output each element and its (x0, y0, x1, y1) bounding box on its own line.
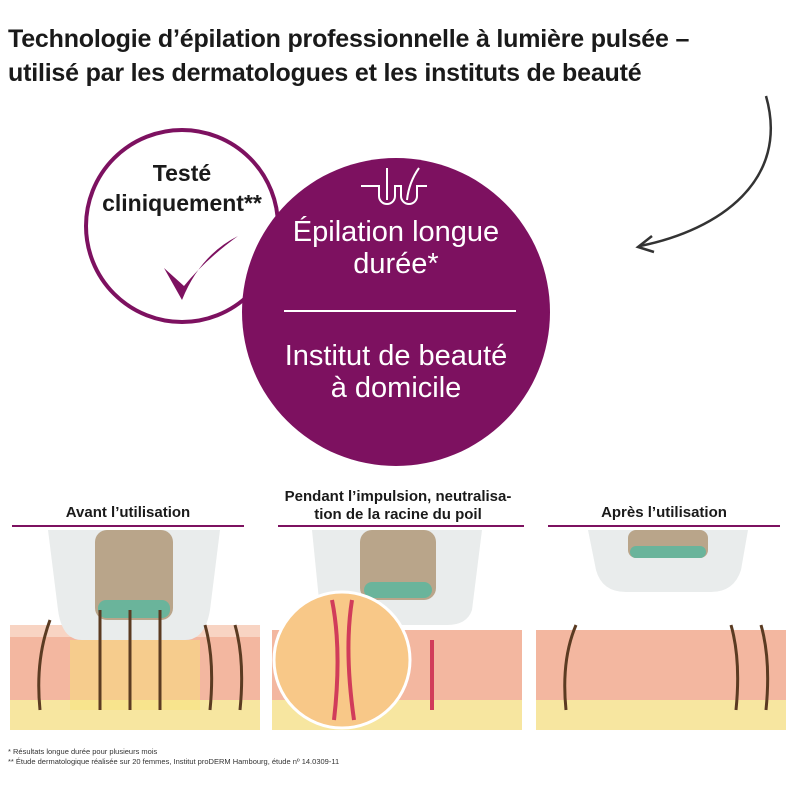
headline-line-1: Technologie d’épilation professionnelle … (8, 25, 690, 53)
panel-title-during: Pendant l’impulsion, neutralisa-tion de … (272, 488, 524, 524)
curved-arrow-icon (635, 95, 773, 254)
tested-line-1: Testé (152, 160, 212, 186)
skin-illustration-before (10, 530, 260, 730)
skin-illustration-after (536, 530, 786, 730)
main-line-2: durée* (353, 248, 439, 280)
hair-follicle-icon (361, 167, 427, 205)
headline: Technologie d’épilation professionnelle … (8, 22, 689, 90)
skin-illustration-during (272, 530, 522, 730)
tested-line-2: cliniquement** (102, 190, 262, 216)
footnote-1: * Résultats longue durée pour plusieurs … (8, 747, 158, 756)
main-line-4: à domicile (330, 372, 462, 404)
headline-line-2: utilisé par les dermatologues et les ins… (8, 59, 642, 87)
title-line: Pendant l’impulsion, neutralisa- (284, 488, 512, 505)
main-line-3: Institut de beauté (284, 340, 508, 372)
checkmark-icon (164, 236, 238, 300)
main-line-1: Épilation longue (292, 216, 500, 248)
divider (12, 525, 244, 527)
divider (278, 525, 524, 527)
footnote-2: ** Étude dermatologique réalisée sur 20 … (8, 757, 340, 766)
divider (284, 310, 516, 312)
divider (548, 525, 780, 527)
panel-title-before: Avant l’utilisation (65, 504, 191, 521)
title-line: tion de la racine du poil (314, 506, 482, 523)
panel-title-after: Après l’utilisation (601, 504, 727, 521)
